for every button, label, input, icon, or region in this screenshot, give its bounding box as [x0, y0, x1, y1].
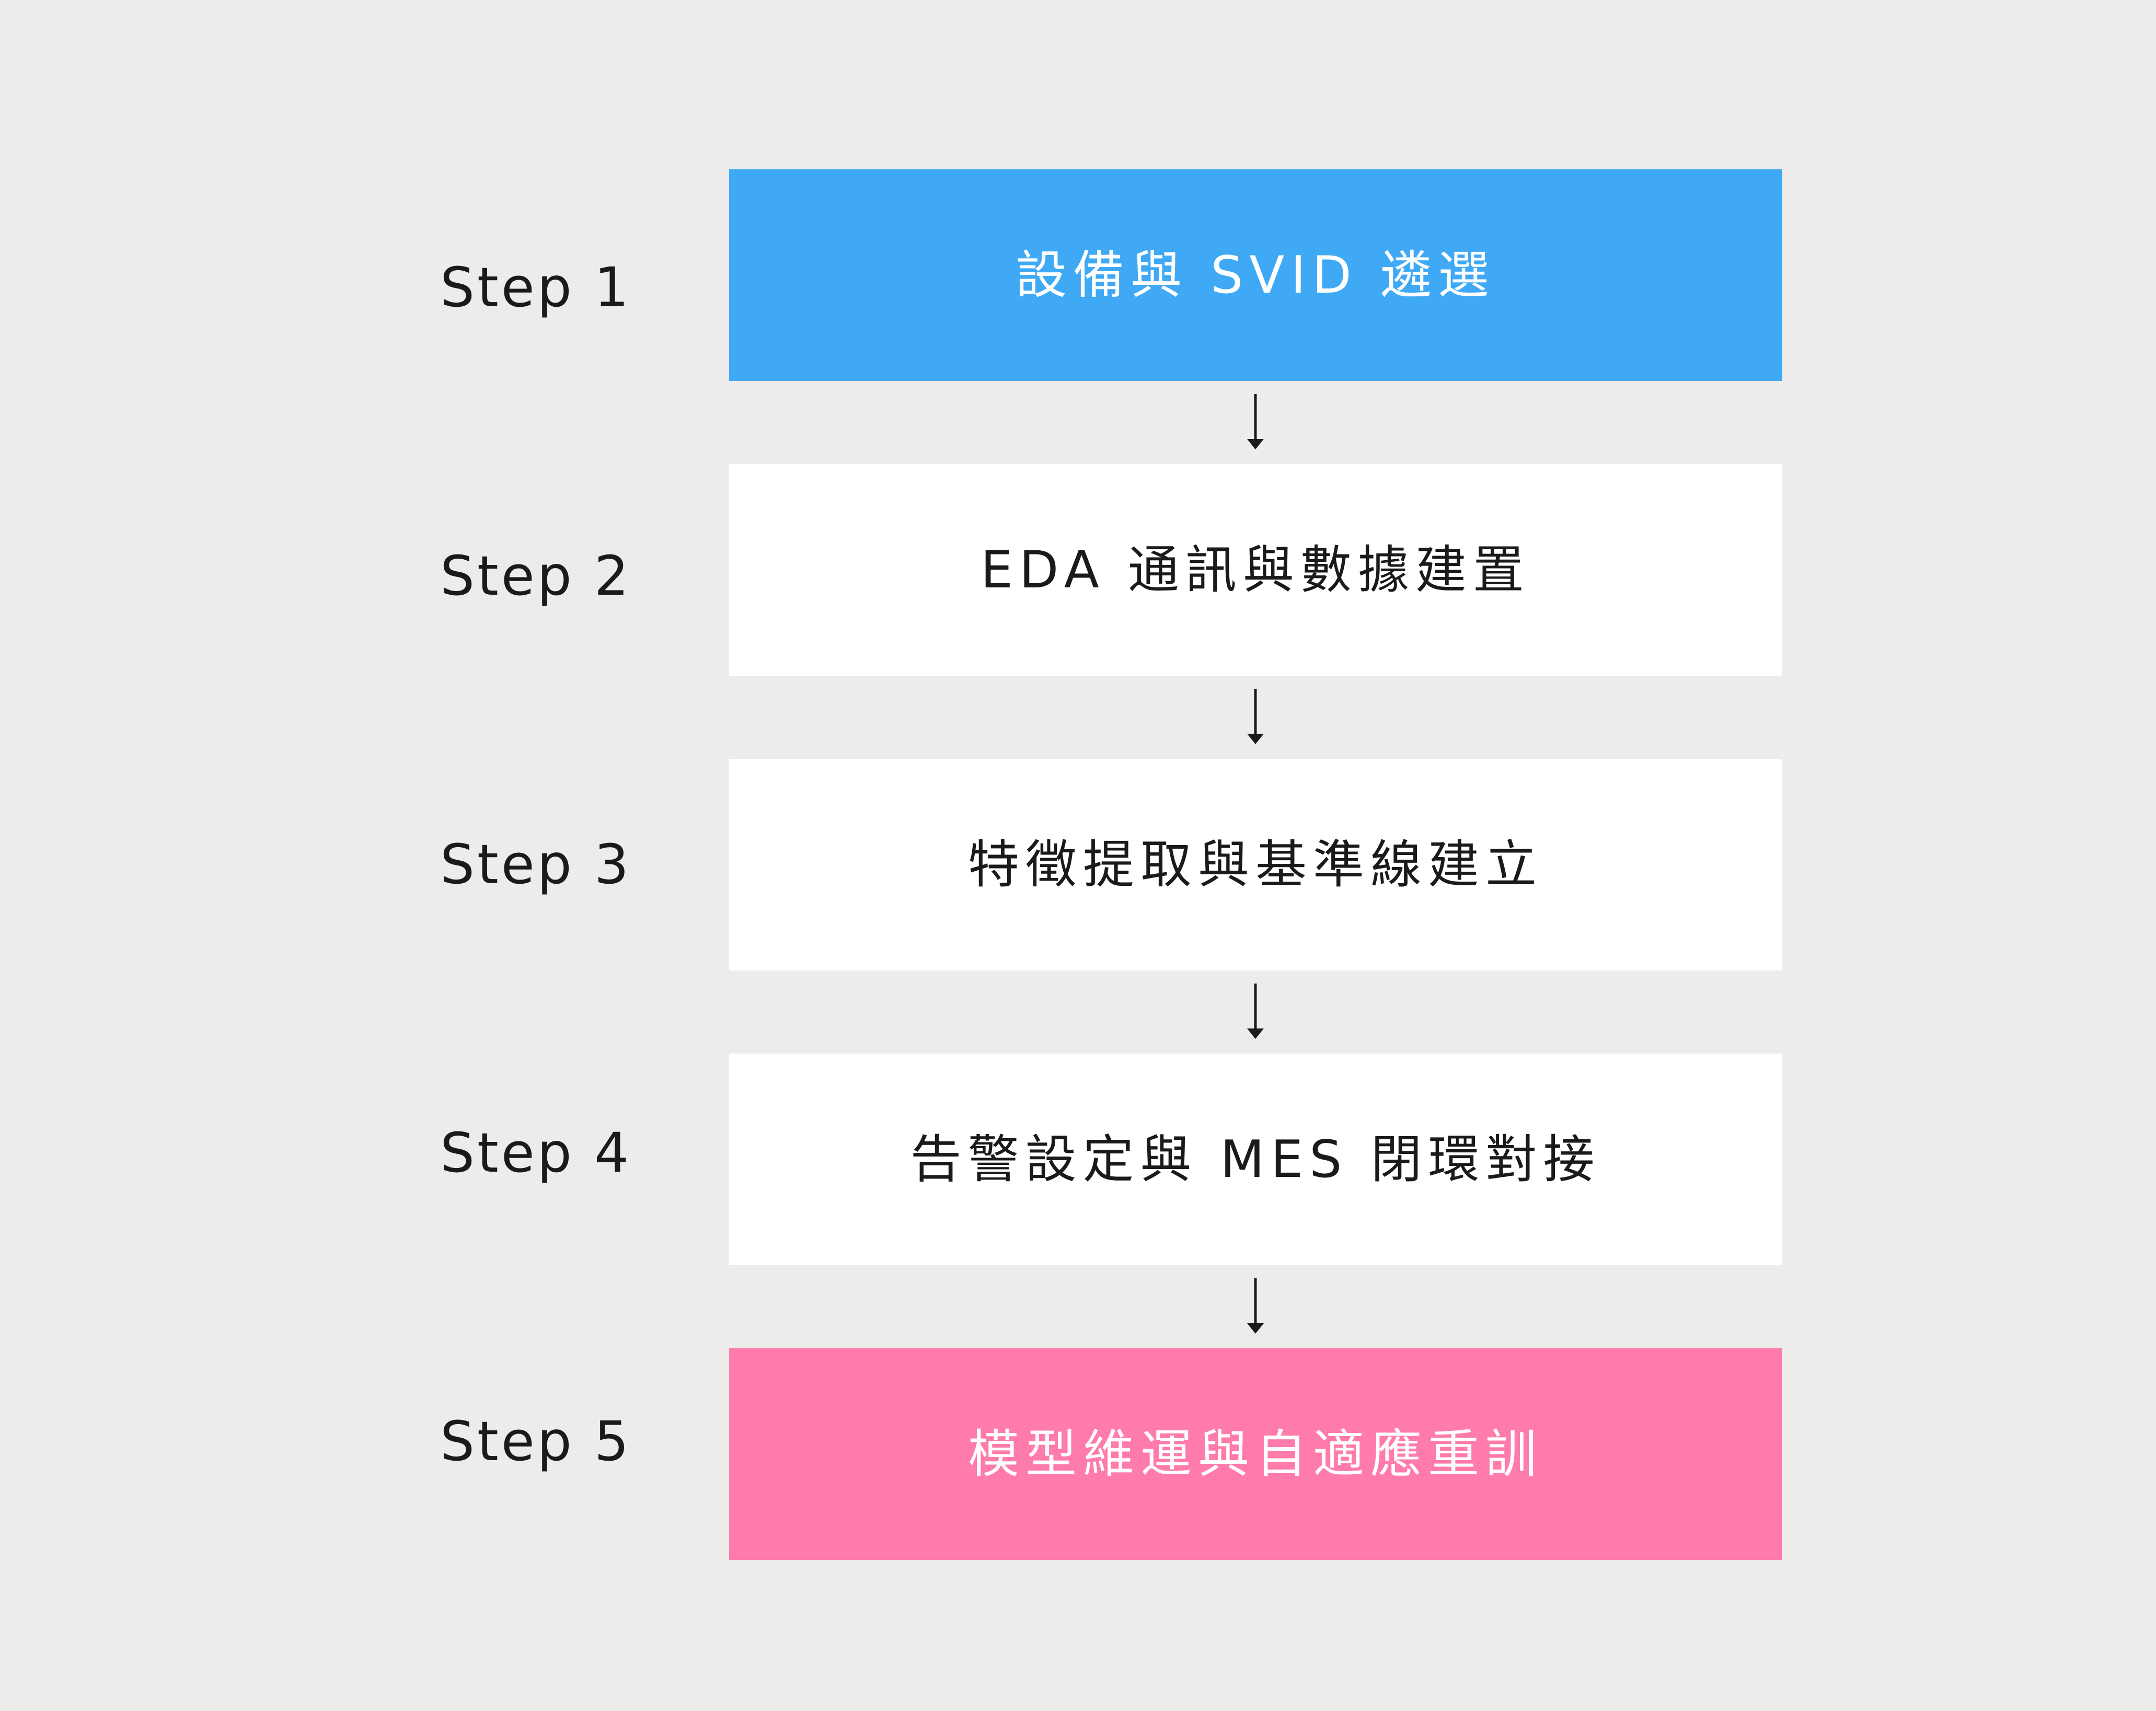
step-5-box: 模型維運與自適應重訓 [729, 1348, 1782, 1560]
step-1-label: Step 1 [440, 256, 632, 319]
step-1-box: 設備與 SVID 遴選 [729, 169, 1782, 381]
step-4-title: 告警設定與 MES 閉環對接 [910, 1129, 1601, 1189]
step-5-label: Step 5 [440, 1409, 632, 1473]
step-4-box: 告警設定與 MES 閉環對接 [729, 1054, 1782, 1265]
step-3-box: 特徵提取與基準線建立 [729, 759, 1782, 970]
arrow-down-icon [1240, 688, 1271, 745]
step-2-box: EDA 通訊與數據建置 [729, 464, 1782, 676]
step-3-title: 特徵提取與基準線建立 [967, 835, 1543, 895]
step-4-label: Step 4 [440, 1121, 632, 1185]
arrow-down-icon [1240, 982, 1271, 1040]
arrow-down-icon [1240, 393, 1271, 450]
step-3-label: Step 3 [440, 833, 632, 896]
step-2-title: EDA 通訊與數據建置 [981, 540, 1530, 600]
step-1-title: 設備與 SVID 遴選 [1016, 245, 1495, 305]
arrow-down-icon [1240, 1277, 1271, 1335]
step-5-title: 模型維運與自適應重訓 [967, 1424, 1543, 1484]
step-2-label: Step 2 [440, 544, 632, 608]
